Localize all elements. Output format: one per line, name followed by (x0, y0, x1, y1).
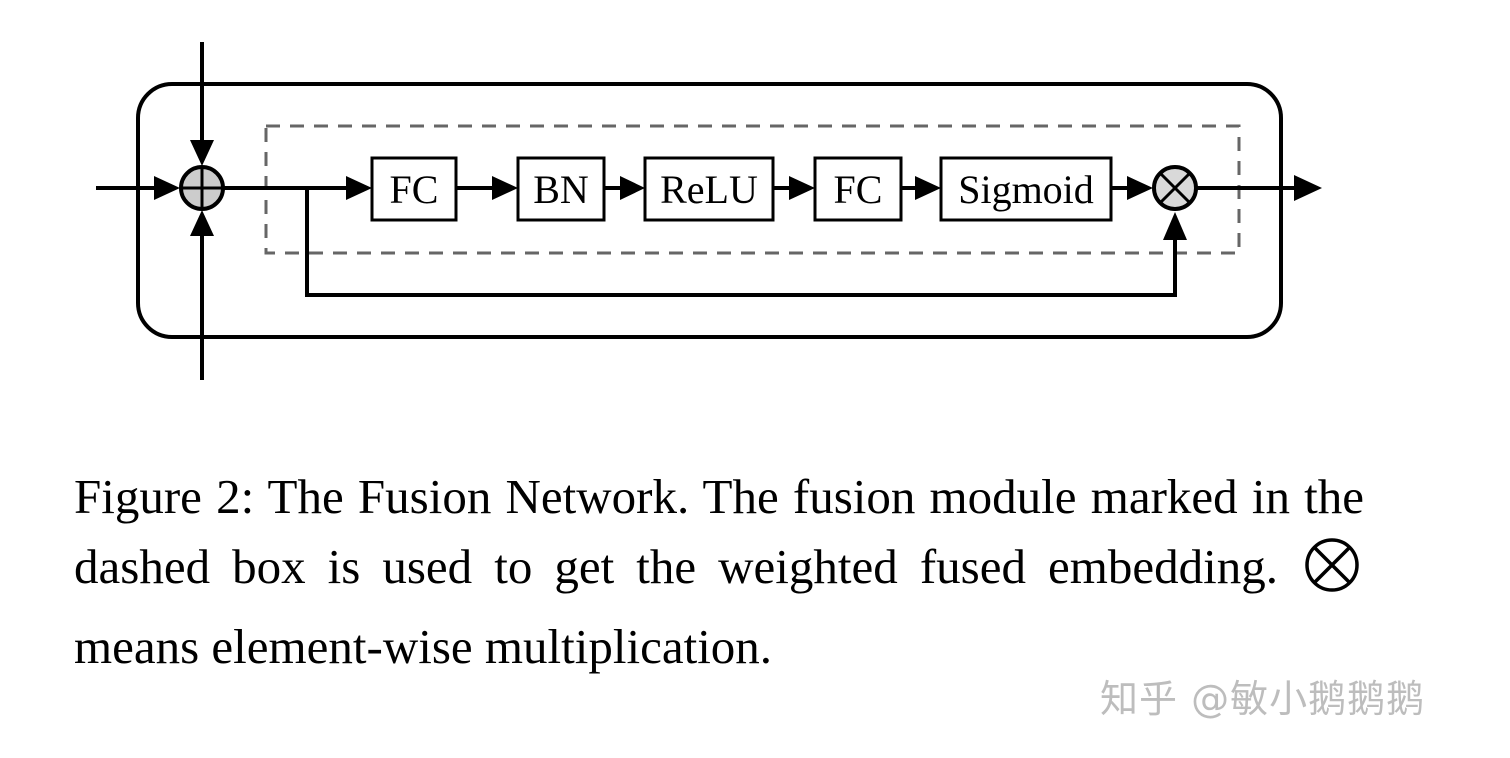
fusion-network-diagram: FC BN ReLU FC Sigmoid (96, 42, 1322, 380)
bn-arrowhead (492, 176, 518, 200)
sigmoid-arrowhead (915, 176, 941, 200)
zhihu-watermark: 知乎 @敏小鹅鹅鹅 (1100, 677, 1426, 721)
svg-text:FC: FC (834, 167, 883, 212)
output-arrowhead (1294, 175, 1322, 201)
block-fc1: FC (370, 156, 458, 222)
caption-text-tail: means element-wise multiplication. (74, 619, 773, 674)
skip-connection-arrowhead (1163, 212, 1187, 240)
otimes-icon (1152, 165, 1198, 211)
fc1-arrowhead (346, 176, 372, 200)
block-bn: BN (516, 156, 606, 222)
svg-text:Sigmoid: Sigmoid (958, 167, 1094, 212)
block-relu: ReLU (643, 156, 775, 222)
relu-arrowhead (620, 176, 645, 200)
caption-text-main: Figure 2: The Fusion Network. The fusion… (74, 469, 1364, 594)
fc2-arrowhead (789, 176, 815, 200)
multiply-arrowhead (1127, 176, 1153, 200)
skip-connection-line (305, 188, 1177, 297)
bottom-input-arrowhead (190, 210, 214, 236)
outer-module-box (136, 82, 1283, 339)
figure-caption: Figure 2: The Fusion Network. The fusion… (74, 462, 1364, 682)
block-fc2: FC (813, 156, 903, 222)
left-input-arrowhead (154, 176, 180, 200)
svg-text:FC: FC (390, 167, 439, 212)
svg-text:BN: BN (533, 167, 589, 212)
block-sigmoid: Sigmoid (939, 156, 1113, 222)
otimes-icon (1304, 537, 1360, 612)
top-input-arrowhead (190, 140, 214, 166)
oplus-icon (179, 165, 225, 211)
svg-text:ReLU: ReLU (660, 167, 758, 212)
